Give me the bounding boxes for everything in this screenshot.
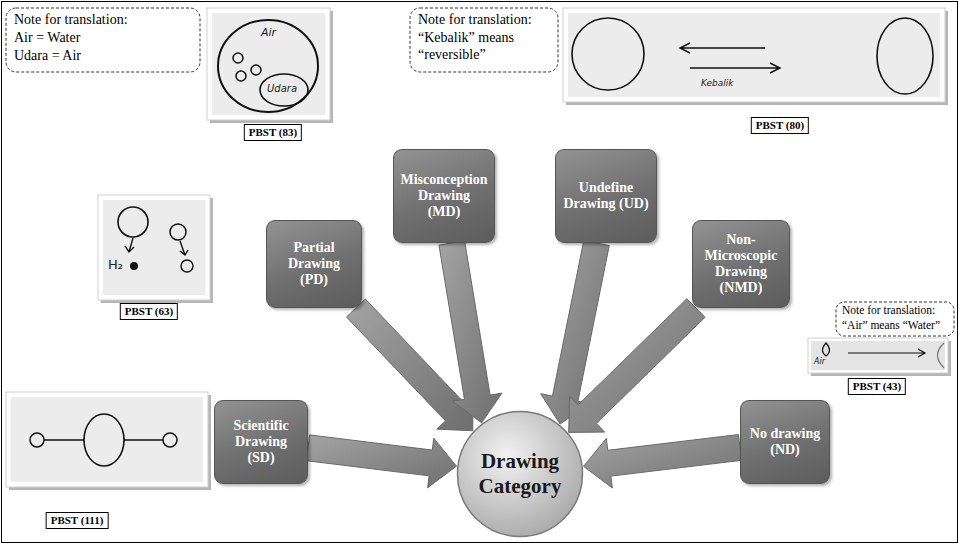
sketch-bond (44, 439, 84, 441)
block-arrow (306, 435, 456, 488)
sketch-arrow (690, 63, 780, 73)
sketch-circle (251, 65, 261, 75)
translation-note: Udara = Air (14, 48, 194, 65)
block-arrow (569, 299, 705, 433)
handwritten-label: Udara (267, 83, 297, 94)
handwritten-label: Air (261, 26, 276, 39)
photo-paper (103, 200, 205, 295)
sketch-circle (30, 433, 44, 447)
photo-frame (808, 338, 948, 373)
student-photo (6, 392, 211, 490)
sketch-drop (823, 343, 830, 356)
student-photo (808, 338, 951, 376)
photo-caption: PBST (111) (46, 512, 109, 529)
note-box (6, 8, 200, 72)
translation-note: Note for translation: (842, 304, 935, 318)
category-label: Drawing Category (465, 449, 575, 499)
photo-shadow (210, 11, 333, 123)
sketch-dot (130, 262, 138, 270)
translation-note: Note for translation: (418, 12, 553, 29)
sketch-circle (260, 74, 308, 106)
category-label: Misconception Drawing (MD) (400, 172, 488, 220)
sketch-circle (233, 53, 243, 63)
photo-frame (207, 8, 330, 120)
translation-note: “Kebalik” means “reversible” (418, 30, 553, 64)
photo-caption: PBST (43) (848, 378, 906, 395)
photo-caption: PBST (83) (244, 124, 302, 141)
photo-frame (98, 195, 210, 300)
photo-paper (212, 13, 325, 115)
photo-frame (563, 8, 945, 102)
category-box: Non-Microscopic Drawing (NMD) (692, 220, 790, 308)
sketch-arrow (180, 241, 188, 255)
handwritten-label: H₂ (108, 257, 123, 272)
photo-paper (11, 397, 203, 482)
photo-frame (6, 392, 208, 487)
category-box: Scientific Drawing (SD) (214, 400, 308, 484)
sketch-bond (124, 439, 163, 441)
sketch-circle (236, 71, 246, 81)
student-photo (98, 195, 213, 303)
photo-shadow (101, 198, 213, 303)
photo-shadow (566, 11, 948, 105)
photo-shadow (9, 395, 211, 490)
block-arrow (584, 435, 742, 489)
category-label: No drawing (ND) (747, 426, 823, 458)
sketch-circle (572, 18, 644, 90)
note-box (836, 302, 954, 336)
sketch-dish (938, 343, 945, 368)
sketch-circle (118, 207, 148, 237)
photo-caption: PBST (63) (120, 303, 178, 320)
handwritten-label: Kebalik (701, 78, 734, 88)
sketch-circle (163, 433, 177, 447)
sketch-arrow (680, 43, 765, 53)
circle-shape (458, 412, 583, 537)
photo-paper (568, 13, 940, 97)
sketch-arrow (848, 349, 925, 357)
translation-note: Air = Water (14, 30, 194, 47)
sketch-circle (218, 20, 318, 112)
student-photo (563, 8, 948, 105)
translation-note: “Air” means “Water” (842, 319, 940, 333)
note-box (410, 8, 558, 72)
category-box: Misconception Drawing (MD) (393, 149, 495, 243)
translation-note: Note for translation: (14, 12, 194, 29)
block-arrow (439, 241, 502, 423)
sketch-circle (170, 224, 186, 240)
student-photo (207, 8, 333, 123)
category-box: Partial Drawing (PD) (266, 220, 362, 308)
photo-paper (811, 341, 945, 370)
handwritten-label: Air (814, 357, 825, 366)
category-circle: Drawing Category (456, 410, 584, 538)
sketch-circle (84, 414, 124, 466)
category-box: No drawing (ND) (740, 400, 830, 484)
category-label: Partial Drawing (PD) (273, 240, 355, 288)
category-label: Scientific Drawing (SD) (221, 418, 301, 466)
category-label: Non-Microscopic Drawing (NMD) (699, 232, 783, 296)
category-box: Undefine Drawing (UD) (555, 149, 657, 243)
sketch-arrow (125, 238, 134, 252)
photo-caption: PBST (80) (751, 117, 809, 134)
category-label: Undefine Drawing (UD) (562, 180, 650, 212)
sketch-circle (181, 260, 193, 272)
sketch-circle (877, 18, 933, 94)
